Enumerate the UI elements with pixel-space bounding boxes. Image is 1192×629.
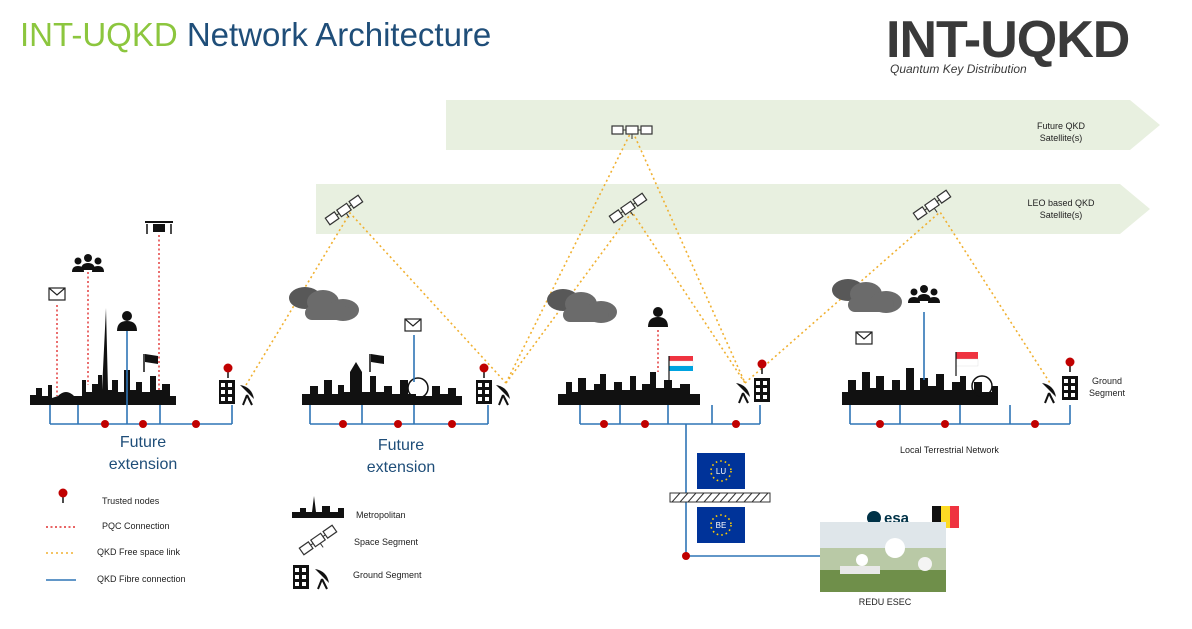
eu-flag-be: BE [697, 507, 745, 543]
skyline-icon [30, 308, 998, 405]
dish-icon [495, 384, 511, 406]
ground-segment-label: Ground Segment [1088, 376, 1126, 398]
legend-skyline-icon [292, 496, 344, 518]
fibre-nodes [101, 420, 1039, 560]
legend-trusted-node-icon [57, 487, 69, 504]
building-icon [476, 380, 492, 404]
person-icon [648, 307, 668, 327]
envelope-icon [855, 331, 873, 345]
cloud-icon [547, 289, 617, 323]
legend-pqc: PQC Connection [102, 521, 170, 531]
leo-qkd-label: LEO based QKD Satellite(s) [1027, 198, 1095, 220]
trusted-node-pin [1064, 356, 1076, 373]
envelope-icon [48, 287, 66, 301]
title-main: Network Architecture [186, 16, 492, 53]
belgium-flag-icon [932, 506, 959, 528]
dish-icon [1041, 382, 1057, 404]
future-extension-2: Future extension [366, 437, 436, 476]
building-icon [1062, 376, 1078, 400]
future-qkd-band [446, 100, 1160, 150]
trusted-node-pin [222, 362, 234, 379]
be-label: BE [716, 521, 727, 530]
future-extension-1: Future extension [108, 434, 178, 473]
lu-label: LU [716, 467, 726, 476]
trusted-node-pin [756, 358, 768, 375]
flag-icon [143, 353, 159, 373]
legend-satellite-icon [298, 524, 341, 560]
building-icon [219, 380, 235, 404]
luxembourg-flag-icon [668, 356, 694, 382]
dish-icon [239, 384, 255, 406]
cloud-icon [832, 279, 902, 313]
legend-fibre: QKD Fibre connection [97, 574, 186, 584]
legend-ground-segment: Ground Segment [353, 570, 422, 580]
ferris-wheel-icon [407, 377, 429, 399]
logo-subtitle: Quantum Key Distribution [890, 62, 1027, 76]
legend-free-space: QKD Free space link [97, 547, 181, 557]
trusted-node-pin [478, 362, 490, 379]
envelope-icon [404, 318, 422, 332]
logo: INT-UQKD [886, 11, 1130, 69]
singapore-flag-icon [955, 352, 979, 376]
group-icon [72, 254, 104, 272]
cloud-icon [289, 287, 359, 321]
redu-station-photo [820, 522, 946, 592]
group-icon [908, 285, 940, 303]
legend-trusted-nodes: Trusted nodes [102, 496, 160, 506]
eu-flag-lu: LU [697, 453, 745, 489]
legend-building-icon [293, 565, 309, 589]
page-title: INT-UQKD Network Architecture [20, 16, 491, 54]
drone-icon [145, 221, 173, 234]
border-separator [669, 492, 771, 503]
title-accent: INT-UQKD [20, 16, 178, 53]
legend-dish-icon [314, 568, 330, 590]
redu-label: REDU ESEC [858, 597, 912, 607]
dish-icon [735, 382, 751, 404]
fibre-network [49, 312, 1071, 557]
building-icon [754, 378, 770, 402]
person-icon [117, 311, 137, 331]
ferris-wheel-icon [971, 375, 993, 397]
legend-metropolitan: Metropolitan [356, 510, 406, 520]
future-qkd-label: Future QKD Satellite(s) [1036, 121, 1085, 143]
legend-space-segment: Space Segment [354, 537, 419, 547]
local-terrestrial-label: Local Terrestrial Network [900, 445, 999, 455]
free-space-links [245, 128, 1051, 386]
flag-icon [369, 353, 385, 373]
pqc-links [56, 235, 659, 396]
